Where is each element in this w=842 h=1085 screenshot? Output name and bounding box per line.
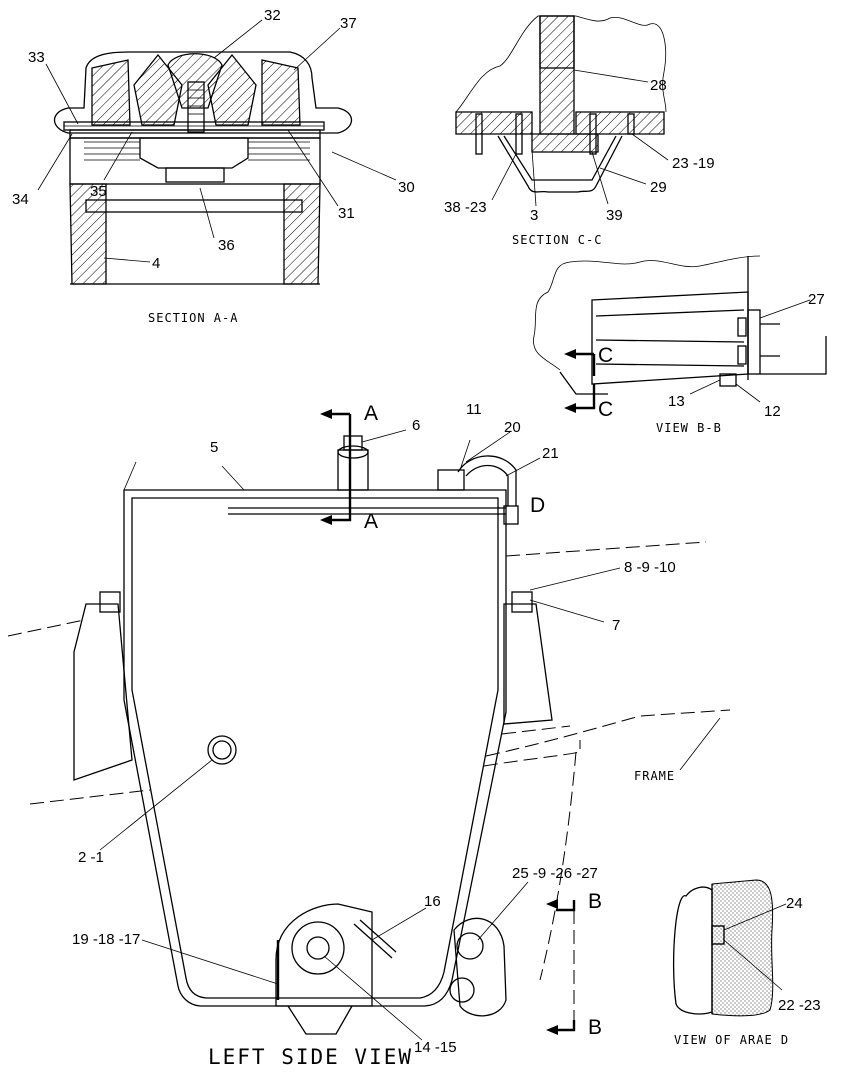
label-34: 34 <box>12 191 29 208</box>
section-marker-d: D <box>530 494 545 517</box>
label-11: 11 <box>466 401 482 418</box>
label-13: 13 <box>668 393 685 410</box>
caption-left-side-view: LEFT SIDE VIEW <box>208 1045 413 1069</box>
section-marker-b-bottom: B <box>588 1016 602 1039</box>
section-marker-b-top: B <box>588 890 602 913</box>
label-29: 29 <box>650 179 667 196</box>
label-24: 24 <box>786 895 803 912</box>
label-39: 39 <box>606 207 623 224</box>
label-36: 36 <box>218 237 235 254</box>
view-area-d <box>672 879 787 1017</box>
label-30: 30 <box>398 179 415 196</box>
label-7: 7 <box>612 617 620 634</box>
label-25-9-26-27: 25 -9 -26 -27 <box>512 865 598 882</box>
caption-view-b-b: VIEW B-B <box>656 421 722 435</box>
label-31: 31 <box>338 205 355 222</box>
section-marker-a-bottom: A <box>364 510 378 533</box>
label-6: 6 <box>412 417 420 434</box>
label-27: 27 <box>808 291 825 308</box>
label-12: 12 <box>764 403 781 420</box>
label-3: 3 <box>530 207 538 224</box>
caption-view-area-d: VIEW OF ARAE D <box>674 1033 789 1047</box>
label-23-19: 23 -19 <box>672 155 715 172</box>
label-14-15: 14 -15 <box>414 1039 457 1056</box>
section-marker-c-bottom: C <box>598 398 613 421</box>
label-37: 37 <box>340 15 357 32</box>
label-16: 16 <box>424 893 441 910</box>
label-21: 21 <box>542 445 559 462</box>
left-side-view <box>7 409 731 1041</box>
label-4: 4 <box>152 255 160 272</box>
label-2-1: 2 -1 <box>78 849 104 866</box>
label-33: 33 <box>28 49 45 66</box>
label-38-23: 38 -23 <box>444 199 487 216</box>
label-frame: FRAME <box>634 769 675 783</box>
label-19-18-17: 19 -18 -17 <box>72 931 140 948</box>
section-marker-c-top: C <box>598 344 613 367</box>
label-22-23: 22 -23 <box>778 997 821 1014</box>
caption-section-c-c: SECTION C-C <box>512 233 602 247</box>
view-b-b <box>533 255 827 413</box>
label-5: 5 <box>210 439 218 456</box>
section-c-c <box>455 15 669 207</box>
label-8-9-10: 8 -9 -10 <box>624 559 676 576</box>
label-20: 20 <box>504 419 521 436</box>
section-a-a <box>37 19 397 285</box>
section-marker-a-top: A <box>364 402 378 425</box>
caption-section-a-a: SECTION A-A <box>148 311 238 325</box>
label-35: 35 <box>90 183 107 200</box>
label-28: 28 <box>650 77 667 94</box>
label-32: 32 <box>264 7 281 24</box>
